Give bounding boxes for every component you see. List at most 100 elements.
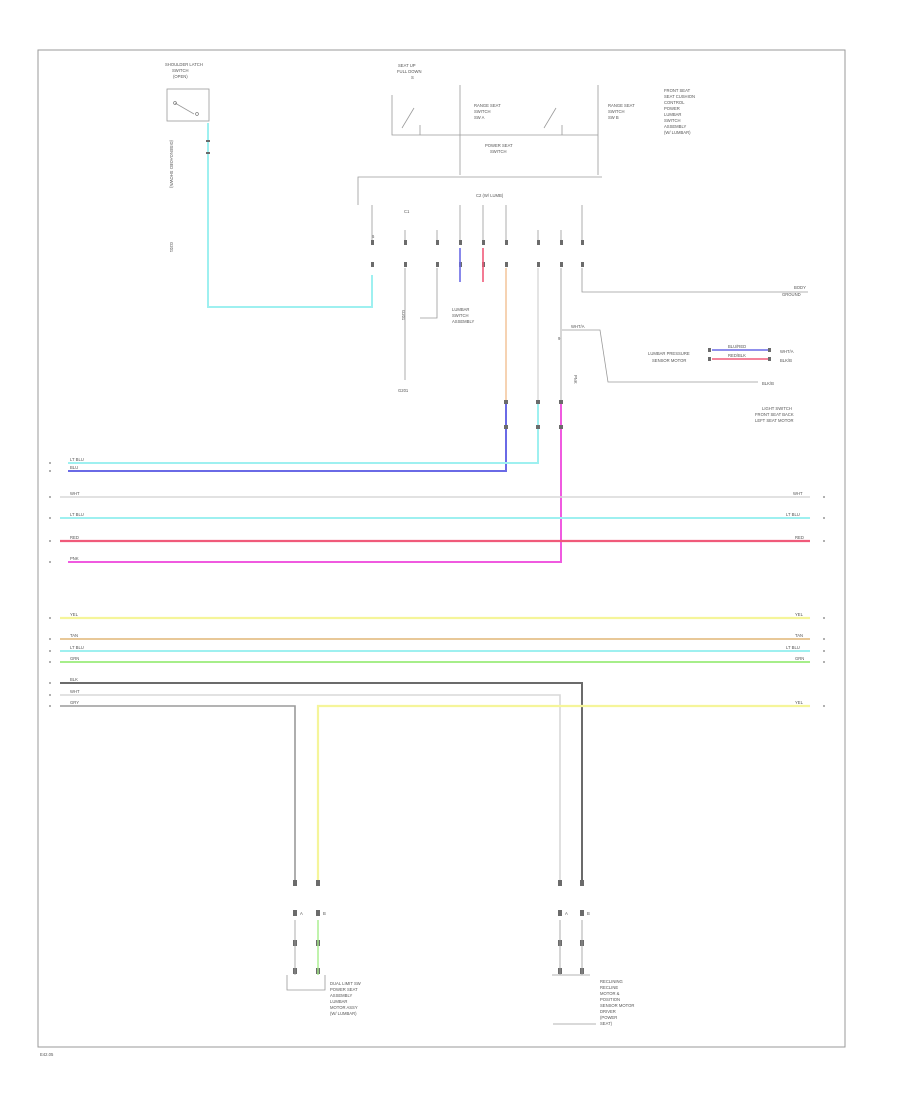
svg-text:GRN: GRN — [795, 656, 804, 661]
svg-text:YEL: YEL — [795, 700, 804, 705]
front-seat-note: FRONT SEAT SEAT CUSHION CONTROL POWER LU… — [664, 88, 695, 135]
svg-text:WHT: WHT — [70, 491, 80, 496]
svg-text:WHT: WHT — [793, 491, 803, 496]
svg-text:TAN: TAN — [70, 633, 78, 638]
svg-text:A: A — [300, 911, 303, 916]
footer-code: E42.05 — [40, 1052, 54, 1057]
svg-text:FRONT SEAT: FRONT SEAT — [664, 88, 691, 93]
svg-text:(W/ LUMBAR): (W/ LUMBAR) — [330, 1011, 357, 1016]
svg-text:SEAT): SEAT) — [600, 1021, 613, 1026]
svg-text:WHT: WHT — [70, 689, 80, 694]
svg-text:PNK: PNK — [573, 375, 578, 384]
svg-text:WHT/A: WHT/A — [571, 324, 585, 329]
svg-text:SWITCH: SWITCH — [452, 313, 469, 318]
svg-text:9: 9 — [558, 336, 561, 341]
svg-text:BLK/B: BLK/B — [780, 358, 792, 363]
svg-text:GROUND: GROUND — [782, 292, 801, 297]
svg-text:RED: RED — [795, 535, 804, 540]
power-seat-switch-unit: SEAT UP FULL DOWN S RANGE SEAT SWITCH SW… — [357, 63, 635, 205]
wire-pink-drop — [68, 400, 562, 563]
svg-text:LT BLU: LT BLU — [786, 645, 800, 650]
svg-text:SENSOR MOTOR: SENSOR MOTOR — [600, 1003, 634, 1008]
svg-text:RANGE SEAT: RANGE SEAT — [608, 103, 635, 108]
svg-text:SWITCH: SWITCH — [474, 109, 491, 114]
svg-text:LUMBAR: LUMBAR — [330, 999, 347, 1004]
svg-text:CONTROL: CONTROL — [664, 100, 685, 105]
svg-text:SEAT UP: SEAT UP — [398, 63, 416, 68]
svg-text:POWER SEAT: POWER SEAT — [485, 143, 513, 148]
svg-text:POSITION: POSITION — [600, 997, 620, 1002]
svg-text:SW B: SW B — [608, 115, 619, 120]
bus-labels-left: LT BLU BLU WHT LT BLU RED PNK YEL TAN LT… — [70, 457, 84, 705]
svg-text:BLU: BLU — [70, 465, 78, 470]
svg-text:S: S — [411, 75, 414, 80]
svg-text:LUMBAR: LUMBAR — [452, 307, 469, 312]
svg-text:LUMBAR: LUMBAR — [664, 112, 681, 117]
svg-text:DRIVER: DRIVER — [600, 1009, 616, 1014]
svg-text:LIGHT SWITCH: LIGHT SWITCH — [762, 406, 792, 411]
svg-text:BLU/RED: BLU/RED — [728, 344, 746, 349]
svg-text:BODY: BODY — [794, 285, 806, 290]
svg-text:ASSEMBLY: ASSEMBLY — [664, 124, 686, 129]
svg-text:ASSEMBLY: ASSEMBLY — [330, 993, 352, 998]
svg-text:LT BLU: LT BLU — [70, 457, 84, 462]
svg-text:(POWER: (POWER — [600, 1015, 617, 1020]
switch-label-3: (OPEN) — [173, 74, 188, 79]
svg-text:(W/ LUMBAR): (W/ LUMBAR) — [664, 130, 691, 135]
switch-vertical-text: (DISENGAGED SHOWN) — [169, 140, 174, 189]
svg-text:WHT/A: WHT/A — [780, 349, 794, 354]
svg-text:G201: G201 — [401, 310, 406, 321]
connector-pin-row: 6 — [371, 234, 584, 267]
svg-text:MOTOR &: MOTOR & — [600, 991, 620, 996]
svg-text:RANGE SEAT: RANGE SEAT — [474, 103, 501, 108]
svg-text:BLK/B: BLK/B — [762, 381, 774, 386]
svg-text:SEAT CUSHION: SEAT CUSHION — [664, 94, 695, 99]
svg-text:RECLINE: RECLINE — [600, 985, 618, 990]
wire-lightblue-top-bus — [68, 400, 539, 464]
svg-text:LT BLU: LT BLU — [70, 512, 84, 517]
bus-wires — [60, 496, 810, 880]
svg-text:SWITCH: SWITCH — [490, 149, 507, 154]
svg-text:LUMBAR PRESSURE: LUMBAR PRESSURE — [648, 351, 690, 356]
svg-text:YEL: YEL — [70, 612, 79, 617]
svg-text:POWER SEAT: POWER SEAT — [330, 987, 358, 992]
svg-text:B: B — [323, 911, 326, 916]
bottom-right-module: A B RECLINING RECLINE MOTOR & POSITION S… — [552, 880, 634, 1026]
svg-text:GRY: GRY — [70, 700, 79, 705]
switch-label-2: SWITCH — [172, 68, 189, 73]
svg-text:BLK: BLK — [70, 677, 78, 682]
svg-text:6: 6 — [372, 234, 375, 239]
svg-text:B: B — [587, 911, 590, 916]
wire-blue-drop — [68, 400, 507, 472]
svg-text:(DISENGAGED SHOWN): (DISENGAGED SHOWN) — [169, 140, 174, 189]
wire-lightblue-switch — [207, 123, 373, 308]
svg-text:RED/BLK: RED/BLK — [728, 353, 746, 358]
svg-text:FULL DOWN: FULL DOWN — [397, 69, 422, 74]
lumbar-sensor-circuit: WHT/A BLU/RED RED/BLK LUMBAR PRESSURE SE… — [562, 324, 794, 423]
diagram-frame — [37, 49, 846, 1048]
svg-text:SENSOR MOTOR: SENSOR MOTOR — [652, 358, 686, 363]
connector-c2-label: C2 (W/ LUMB) — [476, 193, 504, 198]
connector-c1-label: C1 — [404, 209, 410, 214]
bus-labels-right: WHT LT BLU RED YEL TAN LT BLU GRN YEL — [786, 491, 804, 705]
svg-text:LT BLU: LT BLU — [786, 512, 800, 517]
svg-text:MOTOR ASSY: MOTOR ASSY — [330, 1005, 358, 1010]
svg-text:FRONT SEAT BACK: FRONT SEAT BACK — [755, 412, 794, 417]
bottom-left-module: A B DUAL LIMIT SW POWER SEAT ASSEMBLY LU… — [286, 880, 361, 1016]
svg-text:RECLINING: RECLINING — [600, 979, 623, 984]
svg-text:YEL: YEL — [795, 612, 804, 617]
svg-text:SWITCH: SWITCH — [664, 118, 681, 123]
svg-text:GRN: GRN — [70, 656, 79, 661]
svg-text:SW A: SW A — [474, 115, 485, 120]
svg-text:TAN: TAN — [795, 633, 803, 638]
svg-text:ASSEMBLY: ASSEMBLY — [452, 319, 474, 324]
bus-end-markers — [49, 462, 825, 707]
svg-text:LT BLU: LT BLU — [70, 645, 84, 650]
ground-g201-mid: G201 — [398, 388, 409, 393]
svg-text:A: A — [565, 911, 568, 916]
svg-text:RED: RED — [70, 535, 79, 540]
switch-label-1: SHOULDER LATCH — [165, 62, 203, 67]
svg-text:LEFT SEAT MOTOR: LEFT SEAT MOTOR — [755, 418, 794, 423]
svg-text:PNK: PNK — [70, 556, 79, 561]
